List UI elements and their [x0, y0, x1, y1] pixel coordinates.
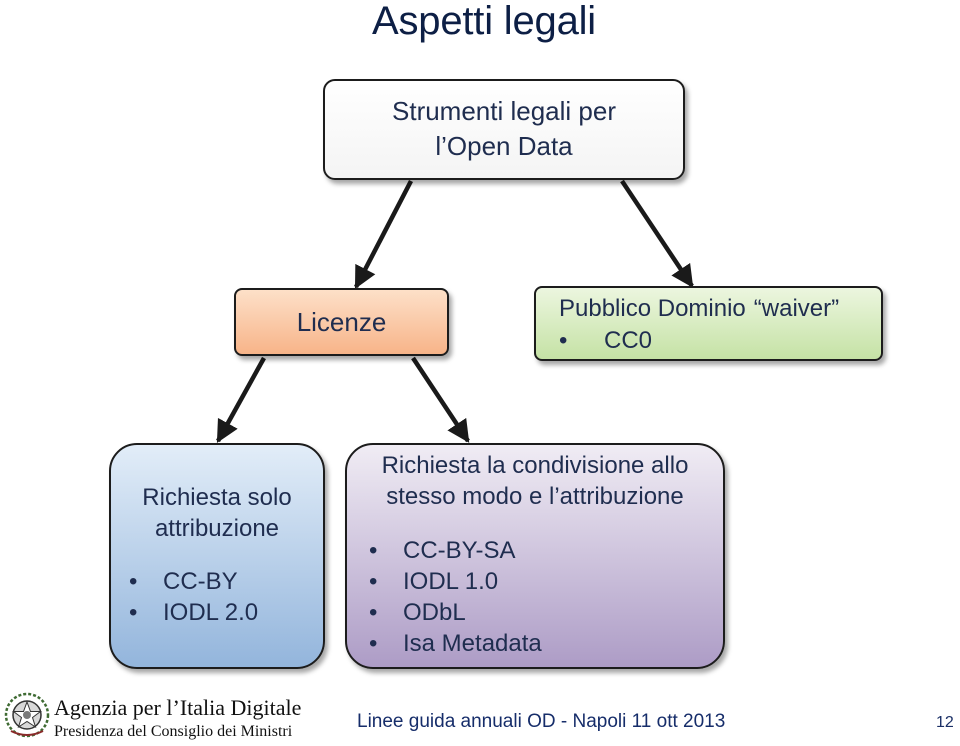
- share-alike-item: ODbL: [367, 597, 723, 628]
- attribution-line-1: Richiesta solo: [142, 484, 292, 511]
- public-domain-item: CC0: [559, 325, 881, 356]
- footer-agency: Agenzia per l’Italia Digitale: [54, 695, 302, 720]
- public-domain-list: CC0: [559, 325, 881, 356]
- share-alike-box: Richiesta la condivisione allo stesso mo…: [345, 443, 725, 669]
- licenze-box: Licenze: [234, 288, 449, 356]
- share-alike-line-2: stesso modo e l’attribuzione: [386, 483, 684, 510]
- root-line-1: Strumenti legali per: [392, 96, 616, 126]
- footer-presidency: Presidenza del Consiglio dei Ministri: [54, 723, 293, 740]
- public-domain-title-text: Pubblico Dominio: [559, 295, 746, 322]
- public-domain-box: Pubblico Dominio “waiver” CC0: [534, 286, 883, 361]
- share-alike-item: Isa Metadata: [367, 628, 723, 659]
- public-domain-title-waiver: “waiver”: [753, 295, 840, 322]
- root-box: Strumenti legali per l’Open Data: [323, 79, 685, 180]
- arrow-root-to-public-domain: [620, 179, 694, 288]
- licenze-label: Licenze: [296, 307, 387, 337]
- attribution-list: CC-BY IODL 2.0: [127, 566, 323, 628]
- page-number: 12: [936, 714, 954, 731]
- arrow-licenze-to-share-alike: [411, 356, 470, 443]
- root-line-2: l’Open Data: [435, 131, 573, 161]
- slide-title: Aspetti legali: [372, 0, 596, 43]
- emblem-icon: [4, 692, 50, 738]
- attribution-item: CC-BY: [127, 566, 323, 597]
- footer-event: Linee guida annuali OD - Napoli 11 ott 2…: [357, 711, 726, 732]
- share-alike-item: IODL 1.0: [367, 566, 723, 597]
- arrow-root-to-licenze: [354, 179, 413, 289]
- attribution-box: Richiesta solo attribuzione CC-BY IODL 2…: [109, 443, 325, 669]
- share-alike-item: CC-BY-SA: [367, 535, 723, 566]
- public-domain-title: Pubblico Dominio “waiver”: [559, 293, 881, 324]
- arrow-licenze-to-attribution: [216, 356, 266, 443]
- share-alike-line-1: Richiesta la condivisione allo: [381, 452, 689, 479]
- attribution-item: IODL 2.0: [127, 597, 323, 628]
- attribution-line-2: attribuzione: [154, 515, 280, 542]
- share-alike-list: CC-BY-SA IODL 1.0 ODbL Isa Metadata: [367, 535, 723, 659]
